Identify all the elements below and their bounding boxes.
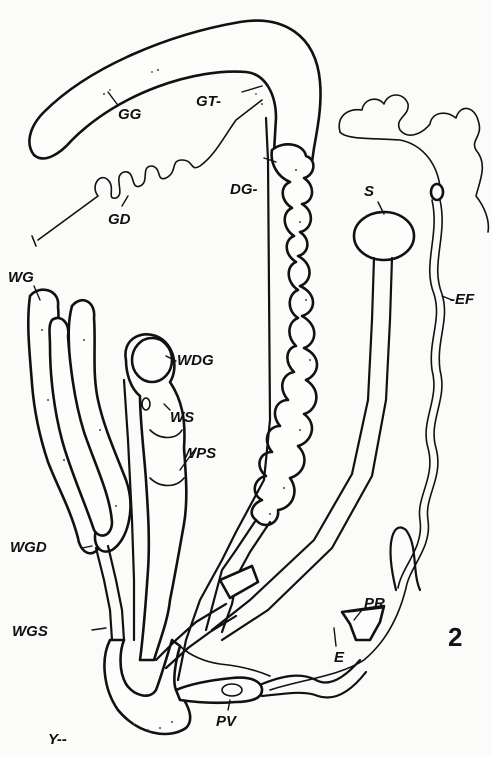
- spermatheca-s: [354, 212, 414, 260]
- label-wgs: WGS: [12, 623, 48, 640]
- penial-valve-pv: [176, 678, 262, 703]
- ejaculatory-duct-e: [262, 660, 360, 684]
- germarium-outer-duct: [178, 118, 270, 680]
- gland-body-dg: [252, 144, 317, 525]
- label-s: S: [364, 183, 374, 200]
- label-wps: WPS: [182, 445, 216, 462]
- label-gt: GT-: [196, 93, 221, 110]
- sac-wdg-top-oval: [132, 338, 172, 382]
- label-pr: PR: [364, 595, 385, 612]
- label-wdg: -WDG: [172, 352, 214, 369]
- label-ef: -EF: [450, 291, 475, 308]
- label-ws: WS: [170, 409, 194, 426]
- label-wgd: WGD: [10, 539, 47, 556]
- efferent-duct-ef: [339, 95, 488, 232]
- label-e: E: [334, 649, 345, 666]
- label-gg: GG: [118, 106, 142, 123]
- label-pv: PV: [216, 713, 238, 730]
- label-y: Y--: [48, 731, 67, 748]
- germarium-tube-gg: [29, 21, 320, 165]
- prostate-loop: [391, 528, 420, 591]
- figure-number: 2: [448, 622, 462, 652]
- label-gd: GD: [108, 211, 131, 228]
- label-dg: DG-: [230, 181, 258, 198]
- label-wg: WG: [8, 269, 34, 286]
